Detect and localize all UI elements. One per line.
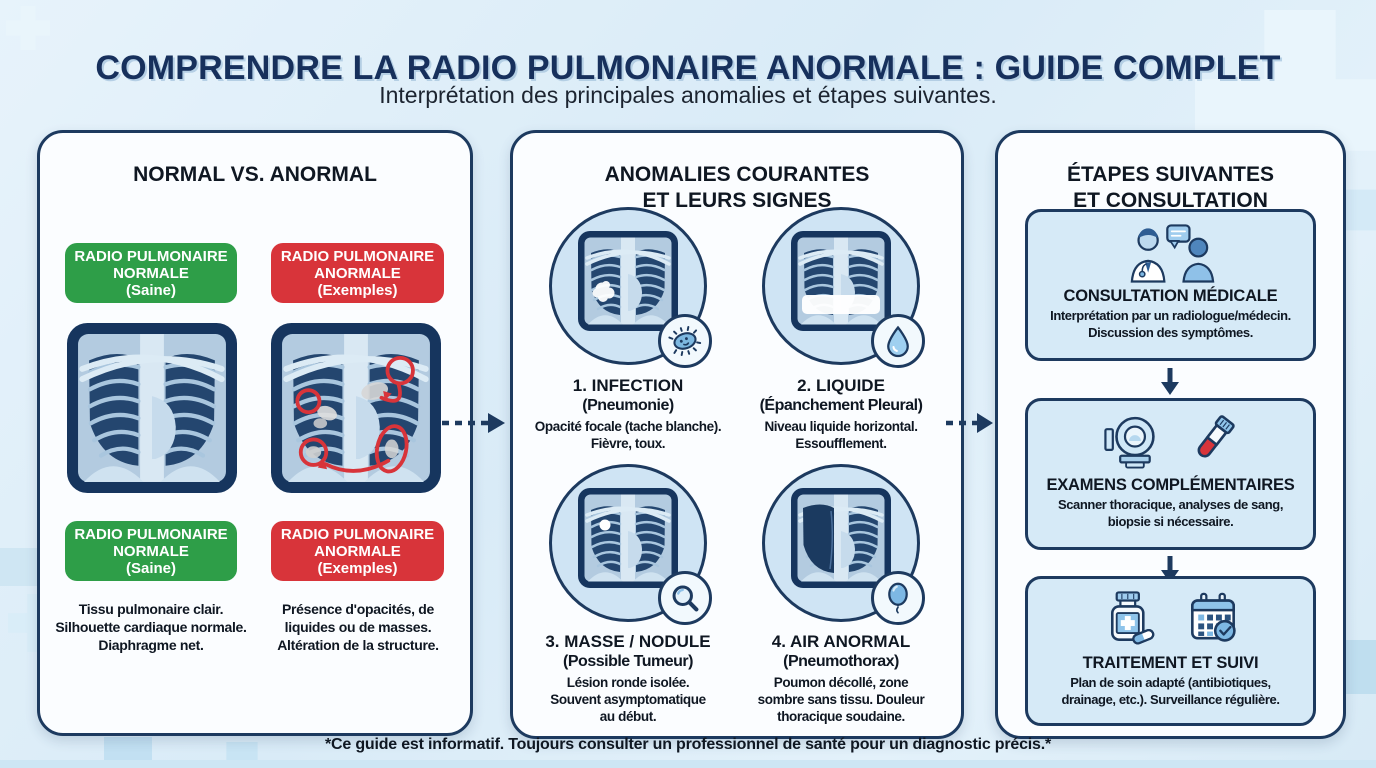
treatment-title: TRAITEMENT ET SUIVI [1082,654,1259,672]
speech-bubble-icon [1165,224,1191,250]
infection-subtitle: (Pneumonie) [582,397,674,414]
liquid-caption: 2. LIQUIDE (Épanchement Pleural) Niveau … [734,375,948,452]
magnifier-icon [658,571,712,625]
background-bottom-strip [0,760,1376,768]
panel-next-steps: ÉTAPES SUIVANTES ET CONSULTATION [995,130,1346,739]
mass-caption: 3. MASSE / NODULE (Possible Tumeur) Lési… [521,631,735,725]
pneumothorax-subtitle: (Pneumothorax) [783,653,899,670]
exams-description: Scanner thoracique, analyses de sang, bi… [1057,497,1284,529]
balloon-icon [871,571,925,625]
liquid-chest-xray-image [791,231,891,331]
consultation-description: Interprétation par un radiologue/médecin… [1050,308,1291,340]
panel-anomalies-title: ANOMALIES COURANTES ET LEURS SIGNES [604,163,870,213]
disclaimer-text: *Ce guide est informatif. Toujours consu… [325,736,1051,753]
background-square-decoration [0,548,38,586]
mass-xray-circle [549,464,712,625]
treatment-description: Plan de soin adapté (antibiotiques, drai… [1061,675,1280,707]
mass-title: 3. MASSE / NODULE [545,632,711,651]
infection-title: 1. INFECTION [572,376,684,395]
infection-chest-xray-image [578,231,678,331]
dashed-arrow-right-icon [946,413,993,433]
pneumothorax-title: 4. AIR ANORMAL [771,632,911,651]
fluid-level-band [802,295,880,314]
mass-description: Lésion ronde isolée. Souvent asymptomati… [550,675,706,724]
round-lesion [599,519,611,531]
normal-xray-badge: RADIO PULMONAIRE NORMALE (Saine) [65,243,237,303]
panel-steps-title: ÉTAPES SUIVANTES ET CONSULTATION [1067,163,1274,213]
panel-normal-vs-abnormal: NORMAL VS. ANORMAL RADIO PULMONAIRE NORM… [37,130,473,736]
liquid-subtitle: (Épanchement Pleural) [759,397,923,414]
white-opacity-cloud [592,281,615,302]
pneumothorax-description: Poumon décollé, zone sombre sans tissu. … [757,675,925,724]
panel-common-anomalies: ANOMALIES COURANTES ET LEURS SIGNES [510,130,964,739]
treatment-step-box: TRAITEMENT ET SUIVI Plan de soin adapté … [1025,576,1316,726]
pneumothorax-xray-circle [762,464,925,625]
liquid-description: Niveau liquide horizontal. Essoufflement… [764,419,918,451]
abnormal-xray-badge: RADIO PULMONAIRE ANORMALE (Exemples) [271,243,444,303]
liquid-xray-circle [762,207,925,368]
collapsed-lung-dark-zone [803,504,834,573]
abnormal-xray-badge-bottom: RADIO PULMONAIRE ANORMALE (Exemples) [271,521,444,581]
normal-xray-description: Tissu pulmonaire clair. Silhouette cardi… [55,601,247,653]
pneumothorax-caption: 4. AIR ANORMAL (Pneumothorax) Poumon déc… [734,631,948,725]
normal-chest-xray-image [67,321,237,495]
exams-step-box: EXAMENS COMPLÉMENTAIRES Scanner thoraciq… [1025,398,1316,550]
droplet-icon [871,314,925,368]
page-subtitle: Interprétation des principales anomalies… [379,82,997,108]
down-arrow-icon [1161,368,1179,395]
pneumothorax-chest-xray-image [791,488,891,588]
mass-chest-xray-image [578,488,678,588]
infection-description: Opacité focale (tache blanche). Fièvre, … [534,419,722,451]
exams-title: EXAMENS COMPLÉMENTAIRES [1046,476,1295,494]
liquid-title: 2. LIQUIDE [797,376,885,395]
panel-normal-title: NORMAL VS. ANORMAL [133,163,377,187]
dashed-arrow-right-icon [442,413,505,433]
doctor-patient-icon [1130,224,1214,283]
ct-scanner-icon [1103,416,1155,469]
red-annotation-marks [295,355,415,474]
calendar-check-icon [1190,592,1236,642]
abnormal-xray-description: Présence d'opacités, de liquides ou de m… [277,601,439,653]
consultation-title: CONSULTATION MÉDICALE [1063,287,1278,305]
consultation-step-box: CONSULTATION MÉDICALE Interprétation par… [1025,209,1316,361]
abnormal-chest-xray-image [271,321,441,495]
blood-test-tube-icon [1197,415,1235,458]
bacteria-icon [658,314,712,368]
infection-xray-circle [549,207,712,368]
infection-caption: 1. INFECTION (Pneumonie) Opacité focale … [521,375,735,452]
mass-subtitle: (Possible Tumeur) [563,653,693,670]
background-cross-decoration [6,6,50,50]
normal-xray-badge-bottom: RADIO PULMONAIRE NORMALE (Saine) [65,521,237,581]
page-title: COMPRENDRE LA RADIO PULMONAIRE ANORMALE … [95,48,1281,87]
medicine-bottle-icon [1110,591,1154,645]
opacity-blobs [305,382,399,459]
